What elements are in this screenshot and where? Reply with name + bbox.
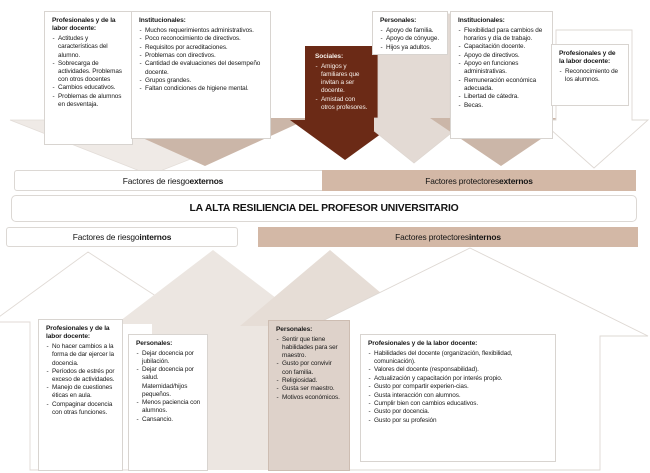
list-item: Gusto por docencia. xyxy=(368,408,549,416)
list-item: Reconocimiento de los alumnos. xyxy=(559,68,622,84)
list-item: Sobrecarga de actividades. Problemas con… xyxy=(52,60,126,84)
box-list: Amigos y familiares que invitan a ser do… xyxy=(315,63,369,112)
box-protective-professional-internal[interactable]: Profesionales y de la labor docente: Hab… xyxy=(360,334,556,462)
banner-label-bold: internos xyxy=(468,232,501,242)
box-protective-personal-internal[interactable]: Personales: Sentir que tiene habilidades… xyxy=(268,320,350,471)
list-item: Apoyo de familia. xyxy=(380,27,441,35)
list-item: Hijos ya adultos. xyxy=(380,44,441,52)
banner-label-bold: externos xyxy=(499,175,533,186)
list-item: Habilidades del docente (organización, f… xyxy=(368,350,549,366)
box-title: Profesionales y de la labor docente: xyxy=(46,325,110,341)
box-title: Personales: xyxy=(380,17,417,24)
box-risk-institutional-external[interactable]: Institucionales: Muchos requerimientos a… xyxy=(131,11,271,139)
list-item: Gusto por compartir experien-cias. xyxy=(368,383,549,391)
box-title: Profesionales y de la labor docente: xyxy=(52,17,116,33)
list-item: Valores del docente (responsabilidad). xyxy=(368,366,549,374)
list-item: Amistad con otros profesores. xyxy=(315,96,369,112)
list-item: Poco reconocimiento de directivos. xyxy=(139,35,264,43)
box-title: Sociales: xyxy=(315,53,344,60)
list-item: Requisitos por acreditaciones. xyxy=(139,44,264,52)
list-item: Grupos grandes. xyxy=(139,77,264,85)
list-item: Problemas con directivos. xyxy=(139,52,264,60)
box-list: Muchos requerimientos administrativos. P… xyxy=(139,27,264,94)
list-item: Motivos económicos. xyxy=(276,394,343,402)
page-title: LA ALTA RESILIENCIA DEL PROFESOR UNIVERS… xyxy=(189,203,459,214)
box-protective-professional-external[interactable]: Profesionales y de la labor docente: Rec… xyxy=(551,44,629,106)
list-item: Gusto por su profesión xyxy=(368,417,549,425)
box-risk-professional-internal[interactable]: Profesionales y de la labor docente: No … xyxy=(38,319,123,471)
list-item: Dejar docencia por jubilación. xyxy=(136,350,201,366)
list-item: Cantidad de evaluaciones del desempeño d… xyxy=(139,60,264,76)
list-item: Cambios educativos. xyxy=(52,84,126,92)
box-title: Profesionales y de la labor docente: xyxy=(559,50,616,66)
list-item: Actualización y capacitación por interés… xyxy=(368,375,549,383)
box-list: Habilidades del docente (organización, f… xyxy=(368,350,549,425)
banner-label-lead: Factores protectores xyxy=(395,232,469,242)
list-item: Cansancio. xyxy=(136,416,201,424)
list-item: Muchos requerimientos administrativos. xyxy=(139,27,264,35)
banner-label-lead: Factores de riesgo xyxy=(72,232,140,242)
list-item: Flexibilidad para cambios de horarios y … xyxy=(458,27,546,43)
list-item: Compaginar docencia con otras funciones. xyxy=(46,401,116,417)
list-item: Sentir que tiene habilidades para ser ma… xyxy=(276,336,343,360)
list-item: Apoyo de directivos. xyxy=(458,52,546,60)
list-item: No hacer cambios a la forma de dar ejerc… xyxy=(46,343,116,367)
list-item: Becas. xyxy=(458,102,546,110)
list-item: Manejo de cuestiones éticas en aula. xyxy=(46,384,116,400)
list-item: Libertad de cátedra. xyxy=(458,93,546,101)
list-item: Problemas de alumnos en desventaja. xyxy=(52,93,126,109)
banner-risk-internal[interactable]: Factores de riesgo internos xyxy=(6,227,238,247)
box-list: Apoyo de familia. Apoyo de cónyuge. Hijo… xyxy=(380,27,441,52)
list-item: Gusto por convivir con familia. xyxy=(276,360,343,376)
list-item: Menos paciencia con alumnos. xyxy=(136,399,201,415)
list-item: Gusta ser maestro. xyxy=(276,385,343,393)
list-item: Amigos y familiares que invitan a ser do… xyxy=(315,63,369,95)
list-item: Apoyo de cónyuge. xyxy=(380,35,441,43)
list-item: Dejar docencia por salud. Maternidad/hij… xyxy=(136,366,201,398)
box-list: Flexibilidad para cambios de horarios y … xyxy=(458,27,546,110)
banner-label-lead: Factores protectores xyxy=(425,175,500,186)
list-item: Períodos de estrés por exceso de activid… xyxy=(46,368,116,384)
box-protective-personal-external[interactable]: Personales: Apoyo de familia. Apoyo de c… xyxy=(372,11,448,55)
list-item: Apoyo en funciones administrativas. xyxy=(458,60,546,76)
box-list: Sentir que tiene habilidades para ser ma… xyxy=(276,336,343,402)
banner-protective-external[interactable]: Factores protectores externos xyxy=(322,170,636,191)
list-item: Actitudes y características del alumno. xyxy=(52,35,126,59)
box-title: Institucionales: xyxy=(458,17,505,24)
box-list: Actitudes y características del alumno. … xyxy=(52,35,126,109)
banner-center-title[interactable]: LA ALTA RESILIENCIA DEL PROFESOR UNIVERS… xyxy=(11,195,637,222)
box-list: No hacer cambios a la forma de dar ejerc… xyxy=(46,343,116,417)
banner-risk-external[interactable]: Factores de riesgo externos xyxy=(14,170,332,191)
list-item: Religiosidad. xyxy=(276,377,343,385)
box-protective-social-external[interactable]: Sociales: Amigos y familiares que invita… xyxy=(310,49,374,131)
box-risk-professional-external[interactable]: Profesionales y de la labor docente: Act… xyxy=(44,11,133,145)
box-title: Profesionales y de la labor docente: xyxy=(368,340,478,347)
list-item: Faltan condiciones de higiene mental. xyxy=(139,85,264,93)
box-list: Reconocimiento de los alumnos. xyxy=(559,68,622,84)
box-risk-personal-internal[interactable]: Personales: Dejar docencia por jubilació… xyxy=(128,334,208,471)
banner-label-bold: externos xyxy=(189,175,224,186)
list-item: Capacitación docente. xyxy=(458,43,546,51)
banner-protective-internal[interactable]: Factores protectores internos xyxy=(258,227,638,247)
box-title: Personales: xyxy=(136,340,173,347)
box-title: Institucionales: xyxy=(139,17,186,24)
banner-label-bold: internos xyxy=(139,232,172,242)
box-title: Personales: xyxy=(276,326,313,333)
banner-label-lead: Factores de riesgo xyxy=(122,175,190,186)
box-protective-institutional-external[interactable]: Institucionales: Flexibilidad para cambi… xyxy=(450,11,553,139)
box-list: Dejar docencia por jubilación. Dejar doc… xyxy=(136,350,201,424)
list-item: Cumplir bien con cambios educativos. xyxy=(368,400,549,408)
list-item: Gusta interacción con alumnos. xyxy=(368,392,549,400)
list-item: Remuneración económica adecuada. xyxy=(458,77,546,93)
